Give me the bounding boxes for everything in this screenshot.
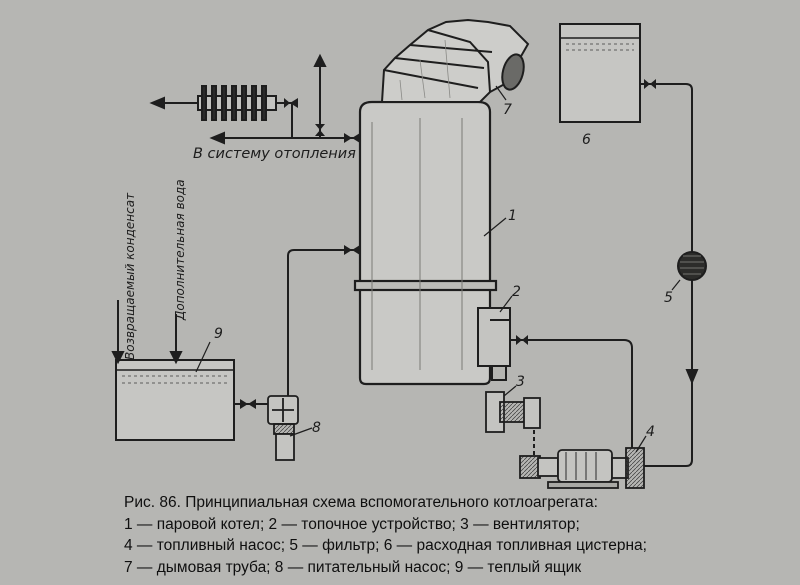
chimney xyxy=(380,18,530,103)
feed-pump xyxy=(267,395,299,461)
label-4: 4 xyxy=(646,424,655,440)
radiator xyxy=(197,85,277,121)
label-2: 2 xyxy=(512,284,521,300)
caption-line-3: 7 — дымовая труба; 8 — питательный насос… xyxy=(124,558,582,576)
label-6: 6 xyxy=(582,132,591,148)
makeup-water-label: Дополнительная вода xyxy=(173,179,187,321)
fuel-tank xyxy=(559,23,641,123)
label-1: 1 xyxy=(508,208,517,224)
heating-system-label: В систему отопления xyxy=(193,146,356,162)
warm-tank xyxy=(115,359,235,441)
label-8: 8 xyxy=(312,420,321,436)
label-7: 7 xyxy=(503,102,512,118)
furnace-device xyxy=(477,307,511,381)
label-3: 3 xyxy=(516,374,525,390)
steam-boiler xyxy=(353,100,498,386)
flow-arrows xyxy=(111,53,699,385)
leader-lines xyxy=(195,85,681,453)
caption-line-2: 4 — топливный насос; 5 — фильтр; 6 — рас… xyxy=(124,537,647,554)
returned-condensate-label: Возвращаемый конденсат xyxy=(123,192,137,360)
filter xyxy=(677,251,707,281)
caption-line-1: 1 — паровой котел; 2 — топочное устройст… xyxy=(124,515,580,533)
valves xyxy=(240,79,656,409)
fan xyxy=(485,391,541,433)
label-9: 9 xyxy=(214,326,223,342)
fuel-pump xyxy=(519,447,645,489)
caption-title: Рис. 86. Принципиальная схема вспомогате… xyxy=(124,494,598,511)
label-5: 5 xyxy=(664,290,673,306)
figure-caption: Рис. 86. Принципиальная схема вспомогате… xyxy=(124,492,784,578)
